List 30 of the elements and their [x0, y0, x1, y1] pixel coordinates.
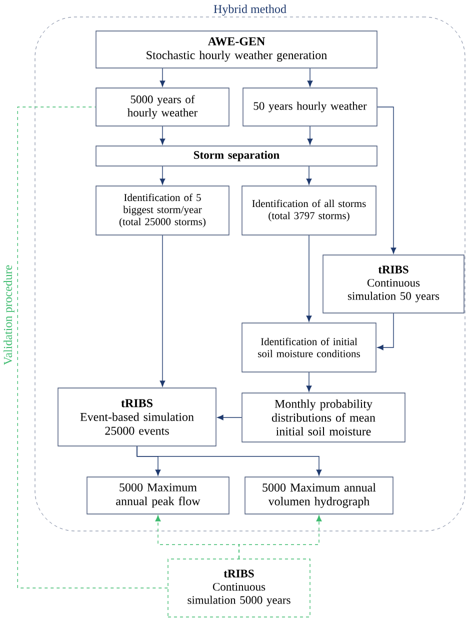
edge-label: Validation procedure [2, 264, 16, 366]
arrow [377, 106, 396, 254]
process-box: Identification of initial soil moisture conditions [242, 322, 376, 372]
process-box: 5000 years of hourly weather [96, 88, 230, 126]
arrow [160, 235, 166, 387]
process-box: AWE-GEN Stochastic hourly weather generation [96, 30, 378, 68]
process-box: Monthly probability distributions of mean initial soil moisture [242, 392, 406, 442]
process-box: 5000 Maximum annual peak flow [86, 476, 230, 514]
process-box: tRIBS Continuous simulation 50 years [322, 254, 464, 314]
arrow [377, 313, 394, 350]
arrow [307, 126, 313, 145]
arrow [160, 126, 166, 145]
dashed-container [34, 4, 466, 532]
arrow [306, 235, 312, 322]
container-title: Hybrid method [214, 4, 286, 16]
arrow [217, 414, 242, 420]
process-box: Storm separation [96, 146, 378, 166]
process-box: Identification of all storms (total 3797 storms) [242, 186, 376, 236]
arrow [238, 515, 322, 559]
validation-box: tRIBS Continuous simulation 5000 years [168, 558, 310, 618]
arrow [160, 166, 166, 185]
arrow [160, 68, 166, 87]
process-box: 5000 Maximum annual volumen hydrograph [244, 476, 394, 514]
arrow [306, 372, 312, 392]
process-box: 50 years hourly weather [242, 88, 378, 126]
arrow [307, 68, 313, 87]
arrow [306, 166, 312, 185]
process-box: tRIBS Event-based simulation 25000 events [58, 388, 216, 446]
arrow [136, 446, 322, 476]
process-box: Identification of 5 biggest storm/year (total 25000 storms) [96, 186, 230, 236]
